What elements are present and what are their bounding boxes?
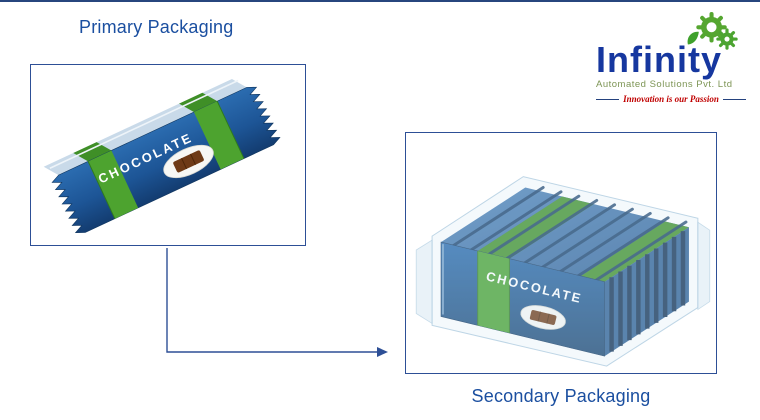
logo-subtitle: Automated Solutions Pvt. Ltd xyxy=(596,79,733,91)
gears-icon xyxy=(687,12,738,50)
chocolate-label-oval xyxy=(163,144,214,179)
secondary-package-illustration: CHOCOLATE xyxy=(415,176,711,367)
chocolate-bar: CHOCOLATE xyxy=(43,79,281,234)
primary-package-illustration: CHOCOLATE xyxy=(43,79,281,234)
chocolate-bundle: CHOCOLATE xyxy=(415,176,711,367)
secondary-packaging-panel: CHOCOLATE xyxy=(405,132,717,374)
infinity-logo: Infinity Automated Solutions Pvt. Ltd In… xyxy=(596,10,747,105)
secondary-packaging-label: Secondary Packaging xyxy=(471,386,651,406)
tagline-rule-right xyxy=(722,98,747,101)
primary-packaging-label: Primary Packaging xyxy=(79,17,234,37)
primary-packaging-panel: CHOCOLATE xyxy=(30,64,306,246)
tagline-text: Innovation is our Passion xyxy=(623,94,719,105)
tagline-rule-left xyxy=(596,98,620,101)
logo-wordmark: Infinity xyxy=(596,39,722,80)
logo-tagline: Innovation is our Passion xyxy=(596,94,747,105)
chocolate-label-oval xyxy=(520,305,566,330)
leaf-icon xyxy=(687,31,699,45)
